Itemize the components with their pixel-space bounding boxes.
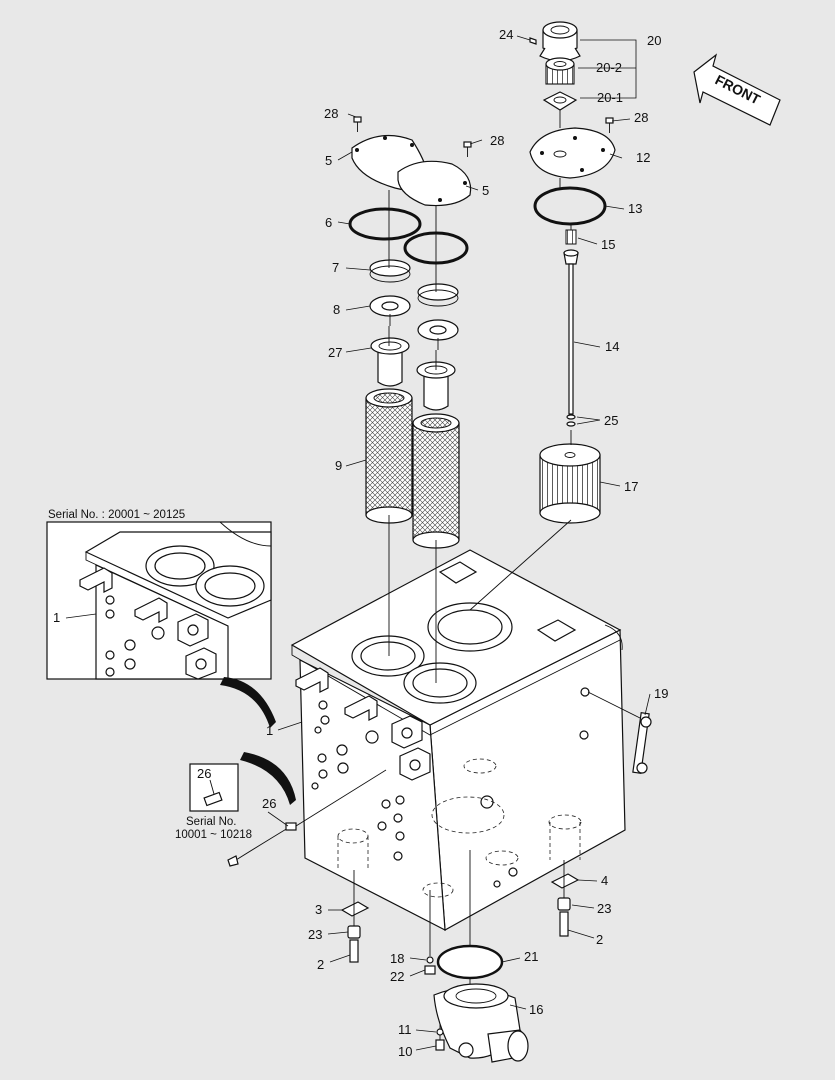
callout-2-left: 2	[317, 957, 324, 972]
sensor-26	[227, 769, 387, 867]
rings-25	[566, 414, 576, 427]
front-direction-arrow	[693, 53, 781, 126]
callout-labels: 24 20 20-2 20-1 28 28 28 5 5 12 13 6 7 1…	[48, 27, 763, 1059]
cover-plate-12	[529, 127, 616, 179]
bypass-valves-8	[369, 295, 459, 350]
o-ring-21	[436, 944, 504, 980]
callout-8: 8	[333, 302, 340, 317]
callout-20-1: 20-1	[597, 90, 623, 105]
callout-27: 27	[328, 345, 342, 360]
tank-ports	[311, 687, 590, 888]
callout-28-right: 28	[634, 110, 648, 125]
inset-top-caption: Serial No. : 20001 ~ 20125	[48, 509, 185, 521]
dampers-23	[347, 897, 571, 939]
callout-18: 18	[390, 951, 404, 966]
callout-25: 25	[604, 413, 618, 428]
callout-2-right: 2	[596, 932, 603, 947]
bolts-10-11	[435, 1028, 445, 1051]
drain-plug-18-22	[424, 956, 436, 975]
callout-19: 19	[654, 686, 668, 701]
leader-lines	[65, 35, 651, 1051]
callout-17: 17	[624, 479, 638, 494]
rod-14	[563, 249, 579, 415]
callout-15: 15	[601, 237, 615, 252]
callout-13: 13	[628, 201, 642, 216]
callout-23-right: 23	[597, 901, 611, 916]
callout-5-b: 5	[482, 183, 489, 198]
springs-7	[369, 259, 459, 307]
callout-23-left: 23	[308, 927, 322, 942]
callout-11: 11	[398, 1022, 412, 1037]
tank-internal-hidden-lines	[337, 758, 582, 898]
callout-1-inset: 1	[53, 610, 60, 625]
callout-26: 26	[262, 796, 276, 811]
o-ring-13	[533, 186, 607, 226]
inset-serial-20001	[46, 521, 272, 680]
callout-22: 22	[390, 969, 404, 984]
spring-15	[565, 229, 577, 245]
callout-9: 9	[335, 458, 342, 473]
callout-7: 7	[332, 260, 339, 275]
callout-20: 20	[647, 33, 661, 48]
return-filters-9	[365, 388, 460, 549]
callout-10: 10	[398, 1044, 412, 1059]
callout-3: 3	[315, 902, 322, 917]
callout-28-left: 28	[324, 106, 338, 121]
inset-sensor-part-number: 26	[197, 766, 211, 781]
callout-6: 6	[325, 215, 332, 230]
cover-plates-5	[351, 134, 472, 207]
suction-filter-17	[539, 443, 601, 524]
o-rings-6	[348, 207, 469, 265]
callout-12: 12	[636, 150, 650, 165]
callout-28-mid: 28	[490, 133, 504, 148]
callout-16: 16	[529, 1002, 543, 1017]
inset-sensor-caption-line1: Serial No.	[186, 816, 237, 828]
inset-sensor-caption-line2: 10001 ~ 10218	[175, 829, 252, 841]
suction-pipe-16	[433, 983, 529, 1063]
strainers-27	[370, 337, 456, 411]
inset-pointer-arrow	[220, 677, 276, 728]
callout-4: 4	[601, 873, 608, 888]
callout-21: 21	[524, 949, 538, 964]
callout-5-a: 5	[325, 153, 332, 168]
callout-1-main: 1	[266, 723, 273, 738]
inset-sensor-box	[189, 763, 239, 812]
sensor-pointer-arrow	[240, 752, 296, 805]
callout-20-2: 20-2	[596, 60, 622, 75]
bolts-2	[349, 911, 569, 963]
air-breather-20	[529, 21, 581, 111]
callout-24: 24	[499, 27, 513, 42]
bolts-28	[353, 116, 614, 157]
callout-14: 14	[605, 339, 619, 354]
tank-body	[290, 549, 626, 932]
